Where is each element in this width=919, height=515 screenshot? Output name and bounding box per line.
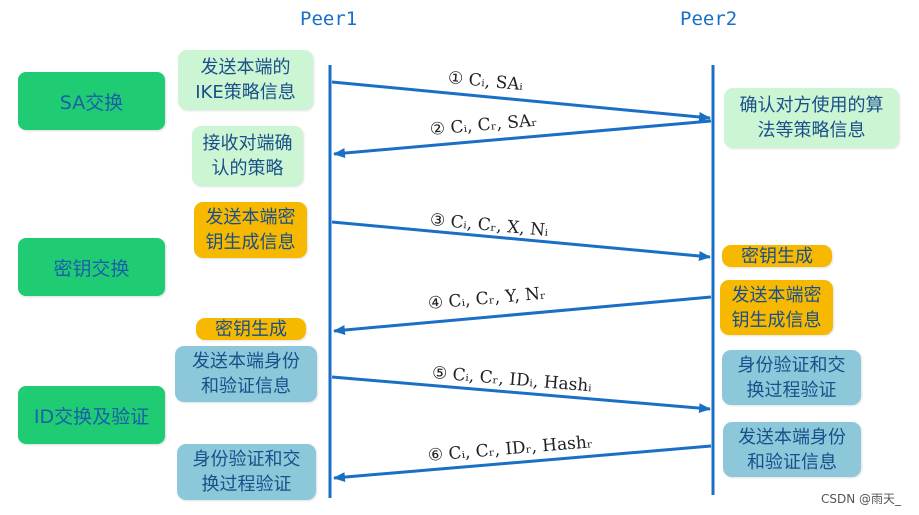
right-box-send-identity: 发送本端身份 和验证信息 bbox=[723, 422, 861, 477]
left-box-send-key-info: 发送本端密 钥生成信息 bbox=[194, 202, 307, 258]
credit-watermark: CSDN @雨天_ bbox=[820, 492, 901, 506]
phase-id-exchange: ID交换及验证 bbox=[18, 386, 165, 444]
left-box-receive-policy: 接收对端确 认的策略 bbox=[192, 126, 303, 186]
right-box-key-generate: 密钥生成 bbox=[722, 245, 832, 267]
peer2-label: Peer2 bbox=[680, 8, 738, 30]
arrow-5 bbox=[331, 375, 711, 414]
phase-sa-exchange: SA交换 bbox=[18, 72, 165, 130]
peer1-label: Peer1 bbox=[300, 8, 358, 30]
arrow-6 bbox=[333, 444, 712, 483]
left-box-send-identity: 发送本端身份 和验证信息 bbox=[175, 346, 317, 402]
right-box-verify-identity: 身份验证和交 换过程验证 bbox=[722, 350, 861, 405]
left-box-send-ike-policy: 发送本端的 IKE策略信息 bbox=[178, 50, 313, 110]
phase-key-exchange: 密钥交换 bbox=[18, 238, 165, 296]
right-box-send-key-info: 发送本端密 钥生成信息 bbox=[720, 280, 833, 335]
arrow-1 bbox=[331, 80, 711, 122]
left-box-key-generate: 密钥生成 bbox=[196, 318, 306, 340]
right-box-confirm-algorithm: 确认对方使用的算 法等策略信息 bbox=[724, 88, 899, 148]
arrow-2 bbox=[333, 119, 712, 159]
left-box-verify-identity: 身份验证和交 换过程验证 bbox=[177, 444, 316, 500]
arrow-3 bbox=[331, 220, 711, 261]
arrow-4 bbox=[333, 295, 712, 335]
